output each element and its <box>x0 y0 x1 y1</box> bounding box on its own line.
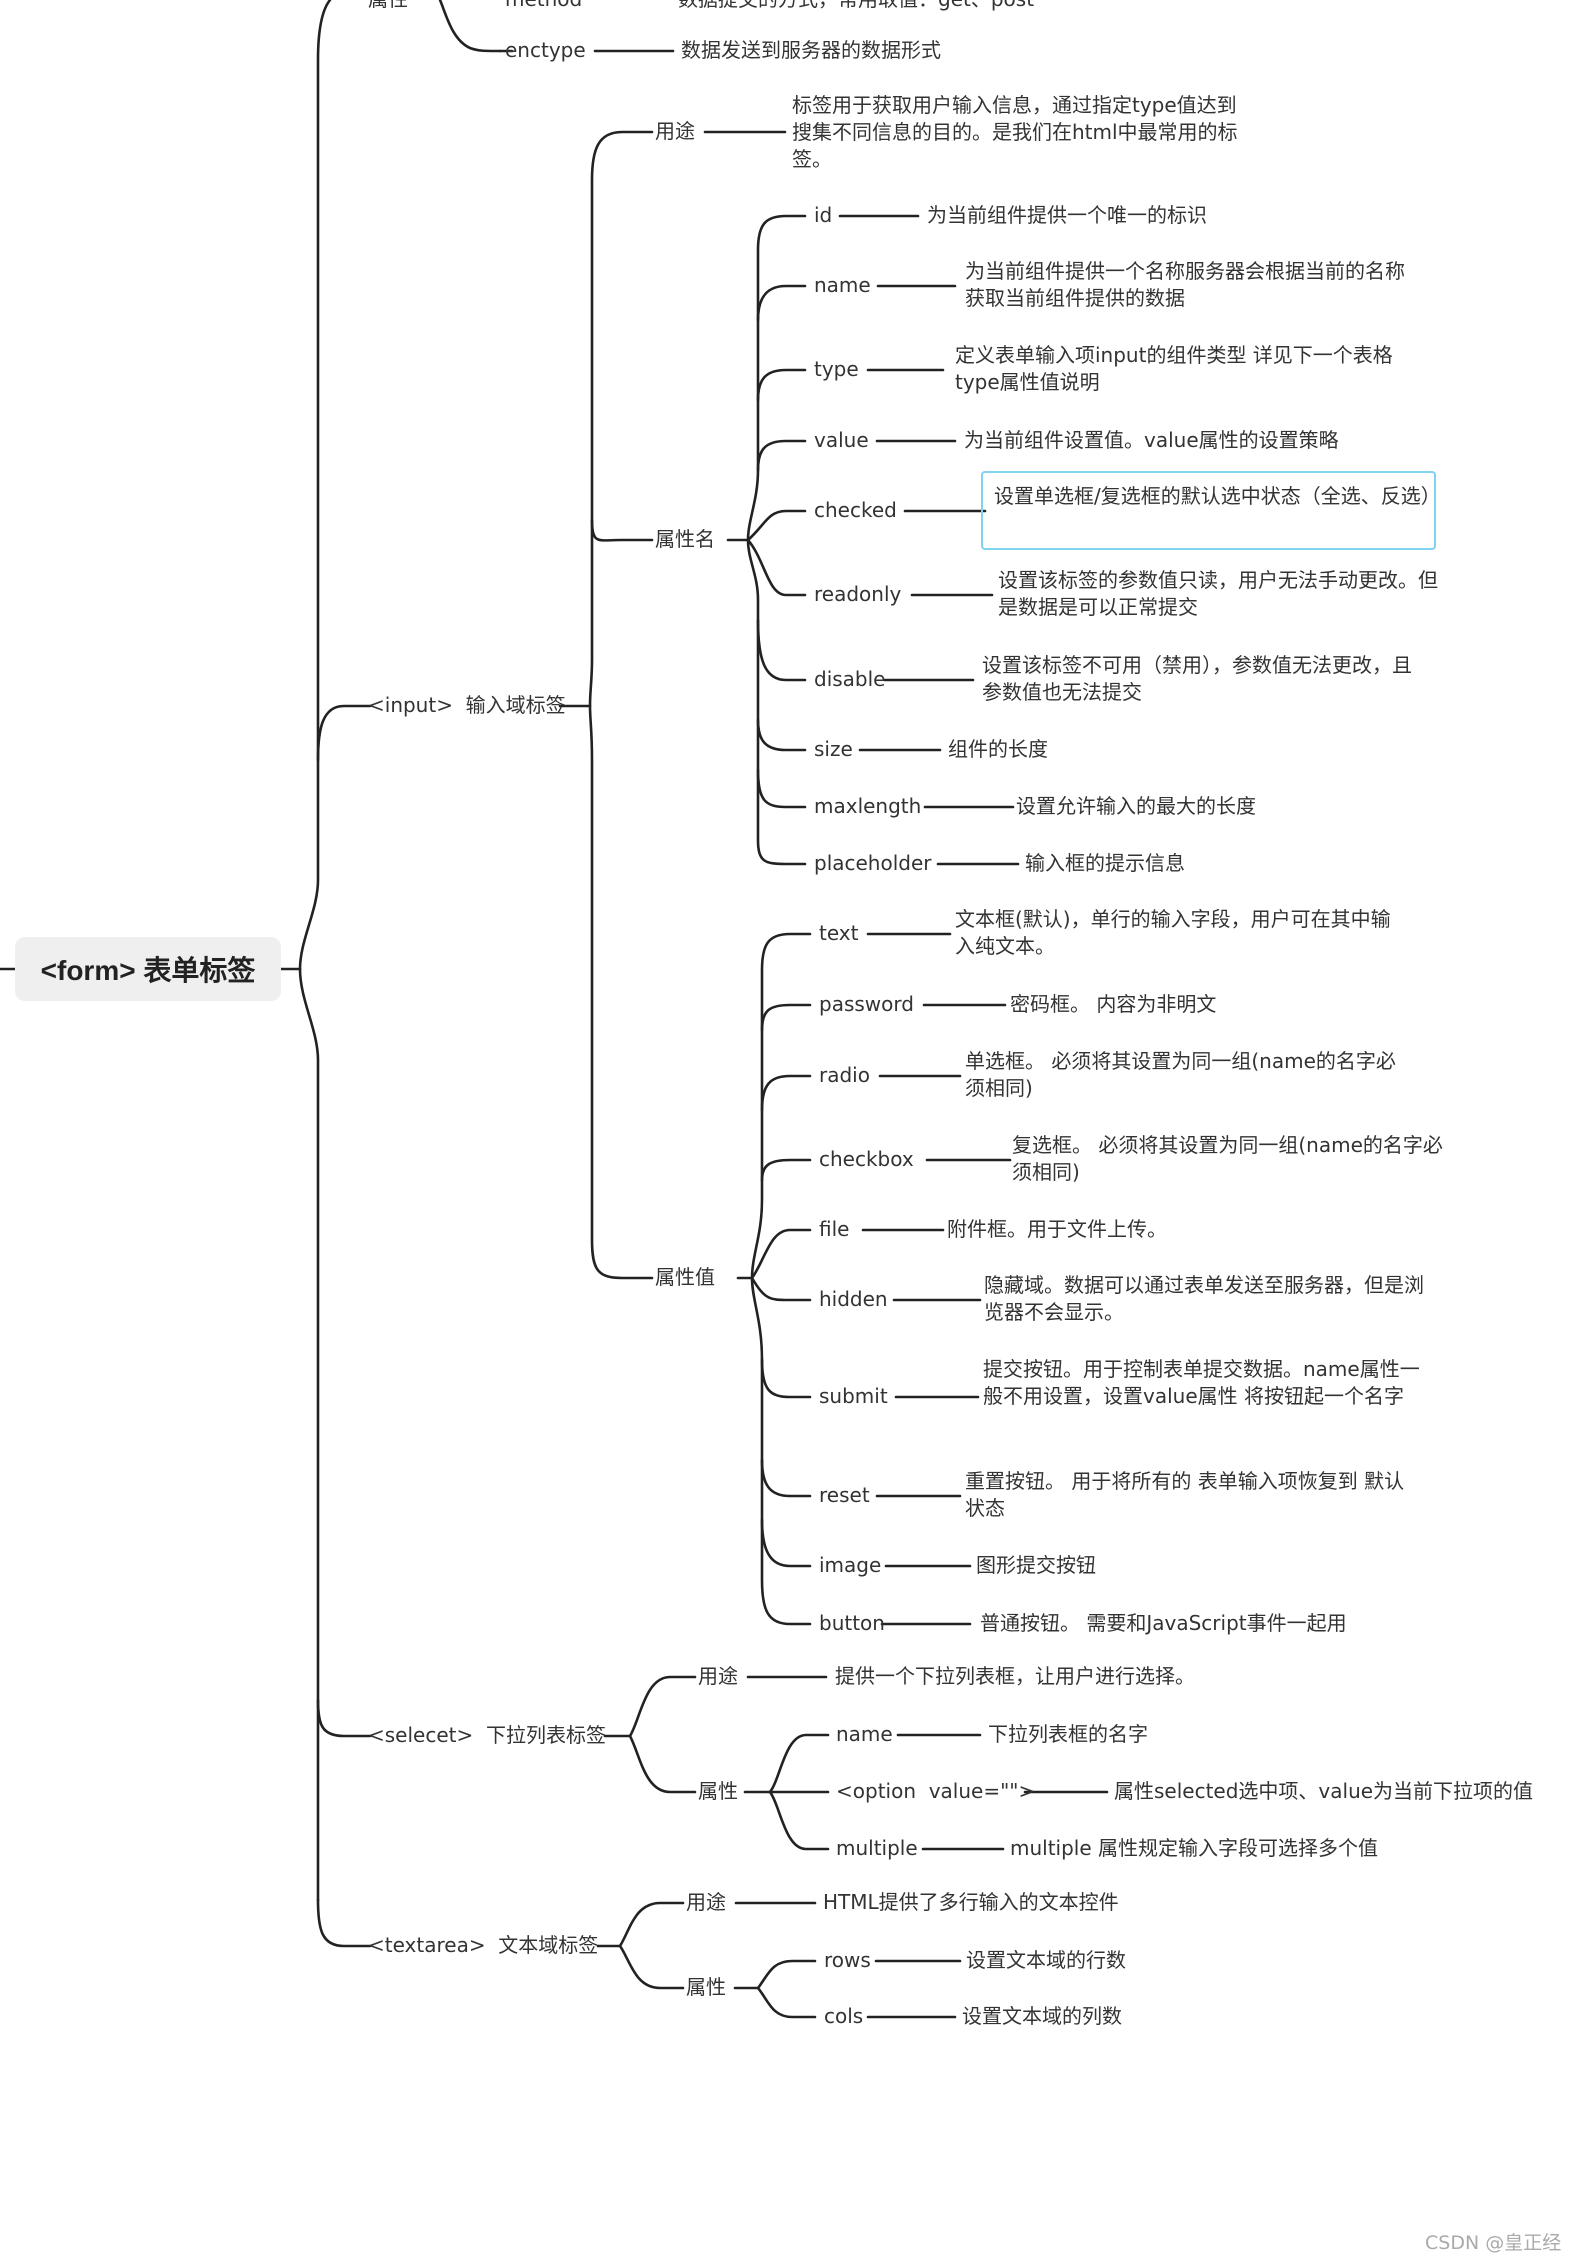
method-node[interactable]: method <box>505 0 582 13</box>
attr-type-desc: 定义表单输入项input的组件类型 详见下一个表格type属性值说明 <box>955 343 1393 394</box>
textarea-attr-cols[interactable]: cols <box>824 2004 864 2028</box>
select-attr-option-desc: 属性selected选中项、value为当前下拉项的值 <box>1114 1779 1534 1803</box>
val-hidden[interactable]: hidden <box>819 1287 888 1311</box>
select-usage-desc: 提供一个下拉列表框，让用户进行选择。 <box>835 1664 1195 1688</box>
val-radio[interactable]: radio <box>819 1063 870 1087</box>
val-text-desc: 文本框(默认)，单行的输入字段，用户可在其中输入纯文本。 <box>955 907 1391 958</box>
attr-names-node[interactable]: 属性名 <box>655 527 715 551</box>
val-hidden-desc: 隐藏域。数据可以通过表单发送至服务器，但是浏览器不会显示。 <box>984 1273 1424 1324</box>
textarea-node[interactable]: <textarea> 文本域标签 <box>368 1933 599 1957</box>
attr-id[interactable]: id <box>814 203 833 227</box>
val-file[interactable]: file <box>819 1217 850 1241</box>
select-attrs-node[interactable]: 属性 <box>698 1779 738 1803</box>
val-text[interactable]: text <box>819 921 859 945</box>
top-attr-node[interactable]: 属性 <box>368 0 408 13</box>
root-label: <form> 表单标签 <box>40 955 256 986</box>
attr-size[interactable]: size <box>814 737 853 761</box>
attr-placeholder[interactable]: placeholder <box>814 851 932 875</box>
textarea-attrs-node[interactable]: 属性 <box>686 1975 726 1999</box>
val-reset-desc: 重置按钮。 用于将所有的 表单输入项恢复到 默认状态 <box>965 1469 1405 1520</box>
val-checkbox[interactable]: checkbox <box>819 1147 914 1171</box>
input-usage-desc: 标签用于获取用户输入信息，通过指定type值达到搜集不同信息的目的。是我们在ht… <box>792 93 1238 171</box>
attr-readonly-desc: 设置该标签的参数值只读，用户无法手动更改。但是数据是可以正常提交 <box>998 568 1438 619</box>
attr-values-node[interactable]: 属性值 <box>655 1265 715 1289</box>
textarea-attr-rows[interactable]: rows <box>824 1948 871 1972</box>
val-image-desc: 图形提交按钮 <box>976 1553 1096 1577</box>
val-submit-desc: 提交按钮。用于控制表单提交数据。name属性一般不用设置，设置value属性 将… <box>983 1357 1420 1408</box>
attr-size-desc: 组件的长度 <box>948 737 1048 761</box>
enctype-desc: 数据发送到服务器的数据形式 <box>681 38 941 62</box>
attr-value[interactable]: value <box>814 428 869 452</box>
attr-name[interactable]: name <box>814 273 871 297</box>
select-attr-name-desc: 下拉列表框的名字 <box>988 1722 1148 1746</box>
watermark: CSDN @皇正经 <box>1425 2232 1562 2254</box>
input-node[interactable]: <input> 输入域标签 <box>368 693 566 717</box>
textarea-attr-cols-desc: 设置文本域的列数 <box>962 2004 1122 2028</box>
val-reset[interactable]: reset <box>819 1483 870 1507</box>
val-radio-desc: 单选框。 必须将其设置为同一组(name的名字必须相同) <box>965 1049 1396 1100</box>
val-checkbox-desc: 复选框。 必须将其设置为同一组(name的名字必须相同) <box>1012 1133 1443 1184</box>
attr-type[interactable]: type <box>814 357 859 381</box>
enctype-node[interactable]: enctype <box>505 38 586 62</box>
selected-node-frame[interactable] <box>981 471 1436 550</box>
attr-maxlength[interactable]: maxlength <box>814 794 922 818</box>
val-password-desc: 密码框。 内容为非明文 <box>1010 992 1217 1016</box>
attr-placeholder-desc: 输入框的提示信息 <box>1025 851 1185 875</box>
textarea-usage-desc: HTML提供了多行输入的文本控件 <box>823 1890 1119 1914</box>
input-usage-node[interactable]: 用途 <box>655 119 695 143</box>
attr-readonly[interactable]: readonly <box>814 582 902 606</box>
val-password[interactable]: password <box>819 992 914 1016</box>
attr-disable-desc: 设置该标签不可用（禁用），参数值无法更改，且参数值也无法提交 <box>982 653 1412 704</box>
attr-maxlength-desc: 设置允许输入的最大的长度 <box>1016 794 1256 818</box>
val-file-desc: 附件框。用于文件上传。 <box>947 1217 1167 1241</box>
textarea-usage-node[interactable]: 用途 <box>686 1890 726 1914</box>
select-attr-multiple[interactable]: multiple <box>836 1836 918 1860</box>
root-node[interactable]: <form> 表单标签 <box>15 937 281 1001</box>
attr-disable[interactable]: disable <box>814 667 886 691</box>
select-attr-name[interactable]: name <box>836 1722 893 1746</box>
val-submit[interactable]: submit <box>819 1384 888 1408</box>
select-node[interactable]: <selecet> 下拉列表标签 <box>368 1723 606 1747</box>
attr-name-desc: 为当前组件提供一个名称服务器会根据当前的名称获取当前组件提供的数据 <box>965 259 1405 310</box>
val-button[interactable]: button <box>819 1611 885 1635</box>
attr-value-desc: 为当前组件设置值。value属性的设置策略 <box>964 428 1339 452</box>
attr-id-desc: 为当前组件提供一个唯一的标识 <box>927 203 1207 227</box>
textarea-attr-rows-desc: 设置文本域的行数 <box>966 1948 1126 1972</box>
select-usage-node[interactable]: 用途 <box>698 1664 738 1688</box>
method-desc: 数据提交的方式，常用取值：get、post <box>678 0 1034 13</box>
select-attr-multiple-desc: multiple 属性规定输入字段可选择多个值 <box>1010 1836 1379 1860</box>
attr-checked-desc: 设置单选框/复选框的默认选中状态（全选、反选） <box>994 484 1441 508</box>
attr-checked[interactable]: checked <box>814 498 897 522</box>
val-image[interactable]: image <box>819 1553 882 1577</box>
select-attr-option[interactable]: <option value=""> <box>836 1779 1036 1803</box>
val-button-desc: 普通按钮。 需要和JavaScript事件一起用 <box>980 1611 1347 1635</box>
